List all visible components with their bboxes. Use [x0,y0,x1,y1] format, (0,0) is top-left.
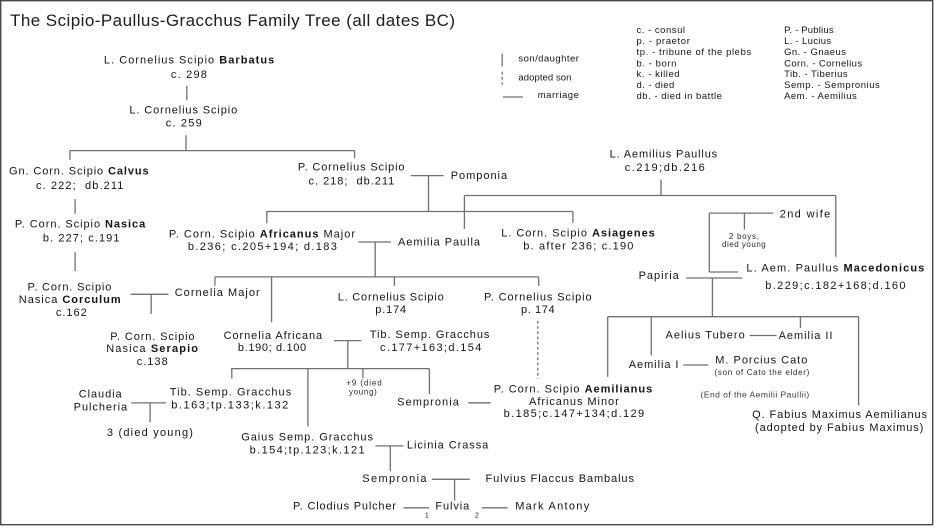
svg-text:L. Cornelius Scipio: L. Cornelius Scipio [338,292,444,304]
svg-text:b. - born: b. - born [637,58,677,69]
svg-text:c. 222; db.211: c. 222; db.211 [36,180,123,192]
svg-text:Gn. Corn. Scipio Calvus: Gn. Corn. Scipio Calvus [9,166,149,178]
svg-text:(adopted by Fabius Maximus): (adopted by Fabius Maximus) [755,422,923,434]
svg-text:c.177+163;d.154: c.177+163;d.154 [380,342,481,354]
svg-text:b.185;c.147+134;d.129: b.185;c.147+134;d.129 [504,408,645,420]
svg-text:The Scipio-Paullus-Gracchus Fa: The Scipio-Paullus-Gracchus Family Tree … [10,11,455,30]
svg-text:b.154;tp.123;k.121: b.154;tp.123;k.121 [250,444,365,456]
svg-text:Gaius Semp. Gracchus: Gaius Semp. Gracchus [241,431,373,443]
svg-text:2nd wife: 2nd wife [780,209,831,221]
svg-text:Nasica Serapio: Nasica Serapio [106,343,198,355]
svg-text:c. 298: c. 298 [171,69,207,81]
svg-text:Gn. - Gnaeus: Gn. - Gnaeus [784,47,846,58]
svg-text:marriage: marriage [538,90,579,101]
svg-text:Aemilia Paulla: Aemilia Paulla [398,237,481,249]
svg-text:P. Corn. Scipio Nasica: P. Corn. Scipio Nasica [15,218,146,230]
svg-text:(son of Cato the elder): (son of Cato the elder) [715,368,810,377]
svg-text:Africanus Minor: Africanus Minor [529,396,619,408]
svg-text:young): young) [349,388,377,397]
svg-text:Pomponia: Pomponia [451,170,508,182]
svg-text:b.163;tp.133;k.132: b.163;tp.133;k.132 [171,399,288,411]
svg-text:3 (died young): 3 (died young) [107,427,193,439]
svg-text:c. - consul: c. - consul [637,25,686,36]
svg-text:db. - died in battle: db. - died in battle [637,91,722,102]
svg-text:L. Corn. Scipio Asiagenes: L. Corn. Scipio Asiagenes [501,228,655,240]
svg-text:Pulcheria: Pulcheria [74,402,128,414]
svg-text:p. 174: p. 174 [521,304,555,316]
svg-text:P. Corn. Scipio Africanus Majo: P. Corn. Scipio Africanus Major [169,228,355,240]
svg-text:L. Aemilius Paullus: L. Aemilius Paullus [610,148,718,160]
svg-text:Aemilia II: Aemilia II [779,330,833,342]
svg-text:died young: died young [722,240,766,249]
svg-text:Tib. Semp. Gracchus: Tib. Semp. Gracchus [370,329,490,341]
svg-text:+9 (died: +9 (died [346,379,381,388]
svg-text:L. Aem. Paullus Macedonicus: L. Aem. Paullus Macedonicus [746,263,924,275]
svg-text:b.229;c.182+168;d.160: b.229;c.182+168;d.160 [765,280,905,292]
svg-text:P. Corn. Scipio: P. Corn. Scipio [110,331,194,343]
svg-text:Tib. - Tiberius: Tib. - Tiberius [784,69,848,80]
svg-text:c.162: c.162 [56,307,87,319]
svg-text:P. - Publius: P. - Publius [784,25,834,36]
svg-text:Cornelia Africana: Cornelia Africana [224,330,323,342]
svg-text:M. Porcius Cato: M. Porcius Cato [715,354,807,366]
svg-text:Sempronia: Sempronia [362,473,427,485]
svg-text:2: 2 [475,513,479,520]
svg-text:L. - Lucius: L. - Lucius [784,36,831,47]
svg-text:b.190; d.100: b.190; d.100 [238,342,306,354]
svg-text:Mark Antony: Mark Antony [515,500,590,512]
svg-text:L. Cornelius Scipio: L. Cornelius Scipio [129,104,237,116]
svg-text:P. Clodius Pulcher: P. Clodius Pulcher [293,500,396,512]
svg-text:Aelius Tubero: Aelius Tubero [666,330,745,342]
svg-text:P. Corn. Scipio: P. Corn. Scipio [27,281,111,293]
svg-text:c.138: c.138 [137,356,168,368]
svg-text:b.236; c.205+194; d.183: b.236; c.205+194; d.183 [188,241,337,253]
svg-text:(End of the Aemilii Paullii): (End of the Aemilii Paullii) [701,390,810,400]
svg-text:Papiria: Papiria [639,270,680,282]
svg-text:d. - died: d. - died [637,80,675,91]
svg-text:2 boys,: 2 boys, [729,232,759,241]
svg-text:Aem. - Aemilius: Aem. - Aemilius [784,91,857,102]
svg-text:Q. Fabius Maximus Aemilianus: Q. Fabius Maximus Aemilianus [752,409,927,421]
svg-text:1: 1 [425,513,429,520]
svg-text:c.219;db.216: c.219;db.216 [625,162,705,174]
svg-text:adopted son: adopted son [518,73,571,84]
svg-text:Licinia Crassa: Licinia Crassa [407,439,489,451]
svg-text:p. - praetor: p. - praetor [637,36,690,47]
svg-text:Corn. - Cornelius: Corn. - Cornelius [784,58,862,69]
svg-text:Fulvia: Fulvia [435,500,470,512]
svg-text:son/daughter: son/daughter [518,54,579,65]
svg-text:Cornelia Major: Cornelia Major [175,287,260,299]
svg-text:c. 218; db.211: c. 218; db.211 [309,175,395,187]
svg-text:Claudia: Claudia [79,389,123,401]
svg-text:P. Cornelius Scipio: P. Cornelius Scipio [484,292,592,304]
svg-text:Fulvius Flaccus Bambalus: Fulvius Flaccus Bambalus [485,473,634,485]
svg-text:Sempronia: Sempronia [397,397,460,409]
svg-text:p.174: p.174 [375,304,406,316]
svg-text:P. Cornelius Scipio: P. Cornelius Scipio [298,162,405,174]
svg-text:b. 227; c.191: b. 227; c.191 [43,233,120,245]
svg-text:L. Cornelius Scipio Barbatus: L. Cornelius Scipio Barbatus [104,54,274,66]
svg-text:tp. - tribune of the plebs: tp. - tribune of the plebs [637,47,752,58]
svg-text:P. Corn. Scipio Aemilianus: P. Corn. Scipio Aemilianus [494,383,653,395]
svg-text:c. 259: c. 259 [166,118,202,130]
svg-text:Aemilia I: Aemilia I [629,359,679,371]
svg-text:b. after 236; c.190: b. after 236; c.190 [523,241,633,253]
svg-text:k. - killed: k. - killed [637,69,680,80]
svg-text:Nasica Corculum: Nasica Corculum [19,294,121,306]
svg-text:Semp. - Sempronius: Semp. - Sempronius [784,80,880,91]
svg-text:Tib. Semp. Gracchus: Tib. Semp. Gracchus [170,386,292,398]
